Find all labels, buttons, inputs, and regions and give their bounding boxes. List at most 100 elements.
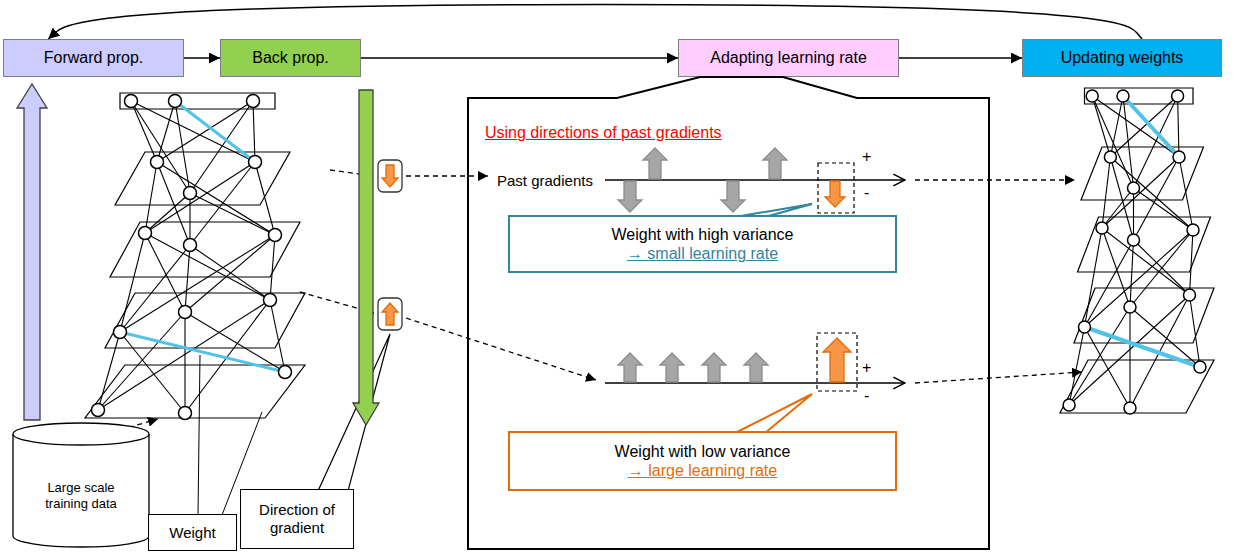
flow-arrow [361, 57, 678, 59]
flow-arrow [48, 5, 1142, 40]
sign-label: + [862, 358, 871, 377]
weight-line [1102, 228, 1190, 295]
weight-line [131, 101, 157, 162]
node-text: Weight with high variance [611, 225, 793, 244]
weight-line [98, 300, 270, 410]
weight-line [184, 312, 185, 413]
gradient-arrow [406, 318, 596, 380]
highlight-box [817, 333, 857, 391]
weight-line [1178, 96, 1179, 157]
neuron [1096, 222, 1108, 234]
gradient-arrow-up [382, 303, 398, 325]
weight-line [1069, 327, 1084, 405]
weight-line [1092, 96, 1110, 157]
weight-line [145, 193, 190, 233]
neuron [247, 95, 260, 108]
weight-line [190, 101, 253, 193]
node-text: → small learning rate [627, 244, 778, 263]
weight-line [145, 233, 270, 300]
gradient-box [378, 160, 402, 192]
process-box: Updating weights [1022, 39, 1222, 77]
neuron [269, 229, 282, 242]
sign-label: - [864, 386, 869, 405]
neuron [184, 187, 197, 200]
neuron [92, 404, 105, 417]
callout-border [468, 77, 989, 549]
weight-line [190, 162, 255, 245]
neuron [1187, 224, 1199, 236]
weight-line [270, 235, 275, 300]
neuron [1063, 399, 1075, 411]
neuron [1117, 90, 1129, 102]
weight-line [157, 162, 190, 245]
node-text: Large scale training data [31, 480, 131, 511]
callout-tail [735, 394, 812, 433]
past-gradient [660, 353, 684, 382]
process-box: Forward prop. [3, 39, 184, 77]
weight-line [145, 162, 157, 233]
current-gradient [823, 338, 851, 382]
neuron [114, 326, 127, 339]
weight-line [1134, 157, 1180, 240]
gradient-arrow-down [382, 165, 398, 187]
weight-line [270, 300, 285, 372]
layer-plane [110, 222, 300, 277]
neuron [125, 95, 138, 108]
past-gradient [618, 353, 642, 382]
weight-line [253, 101, 255, 162]
weight-line [185, 300, 270, 413]
weight-line [190, 193, 275, 235]
process-box: Adapting learning rate [678, 39, 899, 77]
highlighted-weight [1085, 327, 1201, 367]
cylinder-top [13, 423, 149, 445]
gradient-box [378, 298, 402, 330]
neuron [151, 156, 164, 169]
flow-arrow [899, 57, 1022, 59]
highlighted-weight [120, 332, 285, 372]
node-text: Using directions of past gradients [485, 123, 722, 142]
weight-line [1179, 157, 1193, 230]
weight-line [1123, 96, 1134, 188]
weight-line [175, 101, 190, 193]
sign-label: - [864, 183, 869, 202]
node-text: → large learning rate [628, 461, 777, 480]
weight-line [1102, 157, 1110, 228]
weight-line [1110, 157, 1133, 240]
process-box: Back prop. [220, 39, 361, 77]
weight-line [131, 101, 255, 162]
past-gradient [618, 181, 642, 212]
neuron [264, 294, 277, 307]
layer-plane [115, 152, 290, 205]
weight-line [98, 312, 185, 410]
layer-plane [105, 293, 305, 348]
past-gradient [763, 148, 787, 179]
flow-arrow [184, 57, 220, 59]
neuron [1128, 182, 1140, 194]
neuron [184, 239, 197, 252]
gradient-arrow [406, 175, 488, 176]
weight-line [189, 193, 190, 245]
layer-plane [1060, 360, 1214, 413]
neuron [1124, 301, 1136, 313]
node-text: Weight with low variance [615, 442, 791, 461]
node-text: Adapting learning rate [710, 48, 867, 67]
weight-line [157, 101, 253, 162]
update-arrow [915, 179, 1075, 180]
neuron [249, 156, 262, 169]
neuron [139, 227, 152, 240]
database-cylinder: Large scale training data [12, 422, 150, 548]
weight-line [1110, 96, 1177, 157]
past-gradient [721, 181, 745, 212]
sign-label: + [862, 147, 871, 166]
neuron [1173, 151, 1185, 163]
axis-label: Past gradients [497, 172, 593, 190]
updated-network [1060, 88, 1214, 414]
callout-tail [318, 334, 390, 491]
node-text: Forward prop. [44, 48, 144, 67]
neuron [1079, 321, 1091, 333]
neuron [1128, 234, 1140, 246]
node-text: Back prop. [252, 48, 328, 67]
neuron [1086, 90, 1098, 102]
backward-arrow [353, 90, 379, 425]
weight-line [185, 235, 275, 312]
